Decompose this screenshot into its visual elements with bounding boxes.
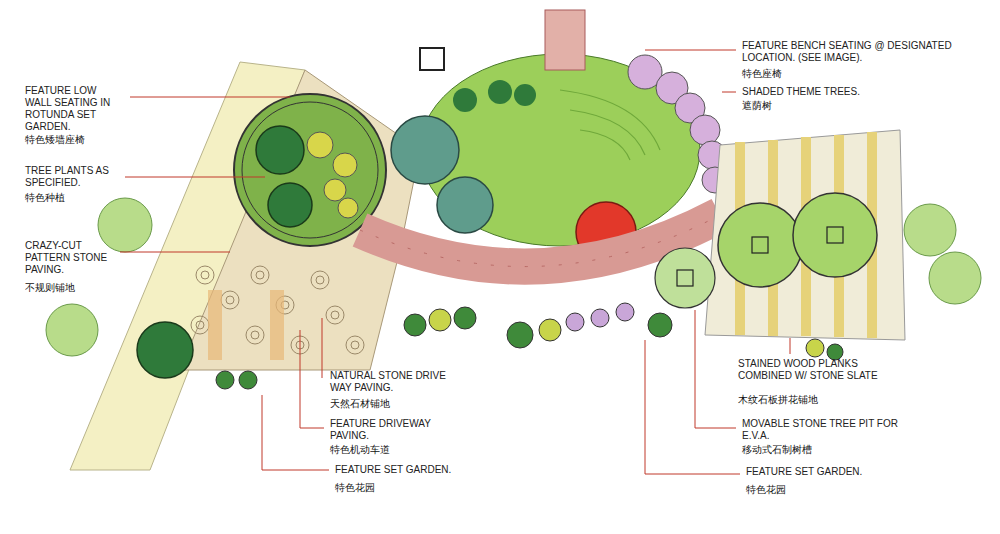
callout-label-zh: 天然石材铺地 [330,398,390,410]
callout-label-zh: 特色矮墙座椅 [25,134,85,146]
callout-label: FEATURE DRIVEWAY PAVING. [330,418,460,442]
leader-lines [120,50,790,474]
callout-label: TREE PLANTS AS SPECIFIED. [25,165,120,189]
callout-label-zh: 特色种植 [25,192,65,204]
callout-label-zh: 特色座椅 [742,68,782,80]
callout-label: CRAZY-CUT PATTERN STONE PAVING. [25,240,115,276]
callout-label-zh: 遮荫树 [742,100,772,112]
callout-label-zh: 木纹石板拼花铺地 [738,394,818,406]
callout-label: FEATURE SET GARDEN. [335,464,475,476]
callout-label-zh: 特色花园 [746,484,786,496]
callout-label-zh: 特色花园 [335,482,375,494]
callout-label: NATURAL STONE DRIVE WAY PAVING. [330,370,465,394]
callout-label-zh: 不规则铺地 [25,282,75,294]
callout-label-zh: 移动式石制树槽 [742,444,812,456]
callout-label: STAINED WOOD PLANKS COMBINED W/ STONE SL… [738,358,888,382]
callout-label: MOVABLE STONE TREE PIT FOR E.V.A. [742,418,912,442]
callout-label-zh: 特色机动车道 [330,444,390,456]
callout-label: FEATURE BENCH SEATING @ DESIGNATED LOCAT… [742,40,962,64]
callout-label: SHADED THEME TREES. [742,86,892,98]
callout-label: FEATURE LOW WALL SEATING IN ROTUNDA SET … [25,85,125,133]
callout-label: FEATURE SET GARDEN. [746,466,896,478]
